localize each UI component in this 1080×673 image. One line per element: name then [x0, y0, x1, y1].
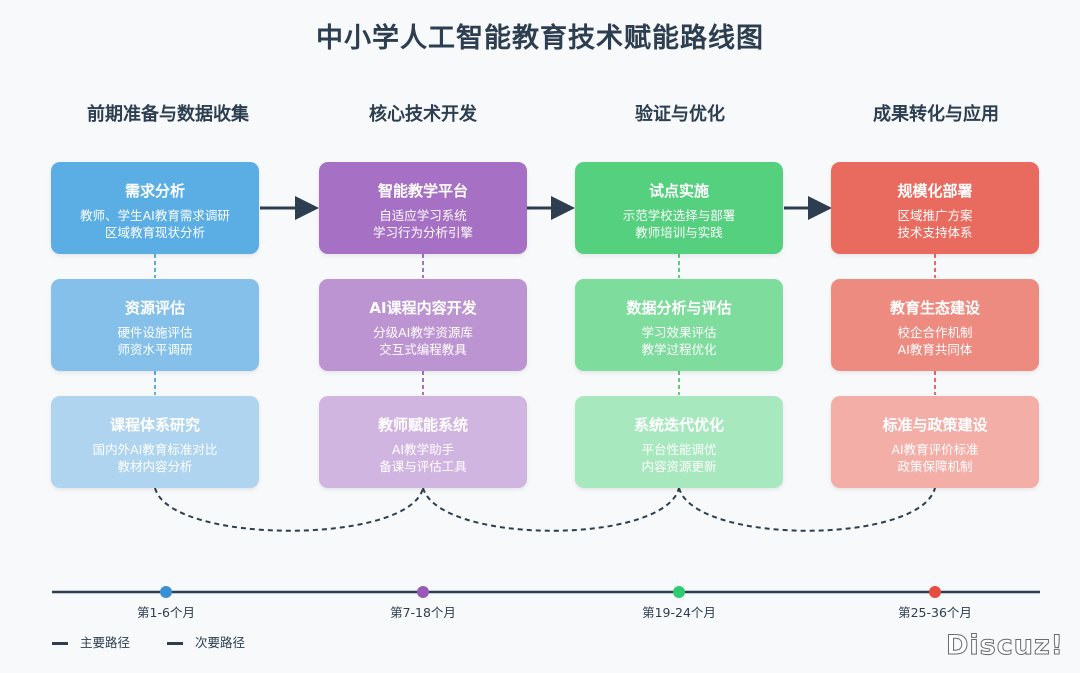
card-title: 教育生态建设 — [889, 299, 980, 317]
card-line: 备课与评估工具 — [379, 459, 467, 474]
card-requirement-analysis: 需求分析 教师、学生AI教育需求调研 区域教育现状分析 — [51, 162, 259, 254]
phase-header-3: 验证与优化 — [635, 104, 725, 125]
card-title: AI课程内容开发 — [369, 299, 477, 317]
secondary-curve-3 — [678, 487, 936, 532]
card-line: 学习效果评估 — [641, 325, 717, 340]
card-line: 平台性能调优 — [641, 442, 717, 457]
card-title: 教师赋能系统 — [377, 416, 468, 434]
card-system-iteration: 系统迭代优化 平台性能调优 内容资源更新 — [575, 396, 783, 488]
legend-secondary-swatch — [167, 642, 183, 645]
card-line: 内容资源更新 — [641, 459, 717, 474]
card-line: 教材内容分析 — [117, 459, 193, 474]
card-line: AI教育共同体 — [897, 342, 973, 357]
card-ai-course-content: AI课程内容开发 分级AI教学资源库 交互式编程教具 — [319, 279, 527, 371]
phase-header-4: 成果转化与应用 — [873, 104, 999, 125]
card-line: 教师、学生AI教育需求调研 — [80, 208, 230, 223]
card-line: 技术支持体系 — [897, 225, 973, 240]
card-line: 区域推广方案 — [897, 208, 973, 223]
card-line: AI教学助手 — [391, 442, 455, 457]
card-standards-policy: 标准与政策建设 AI教育评价标准 政策保障机制 — [831, 396, 1039, 488]
milestone-label-3: 第19-24个月 — [642, 605, 716, 620]
card-title: 课程体系研究 — [109, 416, 200, 434]
milestone-dot-2 — [417, 586, 429, 598]
legend-primary: 主要路径 — [52, 632, 130, 651]
card-teacher-empowerment: 教师赋能系统 AI教学助手 备课与评估工具 — [319, 396, 527, 488]
card-title: 数据分析与评估 — [626, 299, 732, 317]
milestone-dot-3 — [673, 586, 685, 598]
card-resource-assessment: 资源评估 硬件设施评估 师资水平调研 — [51, 279, 259, 371]
card-title: 试点实施 — [648, 182, 709, 200]
card-title: 智能教学平台 — [377, 182, 468, 200]
phase-header-2: 核心技术开发 — [369, 104, 477, 125]
milestone-dot-4 — [929, 586, 941, 598]
card-pilot-implementation: 试点实施 示范学校选择与部署 教师培训与实践 — [575, 162, 783, 254]
card-line: 国内外AI教育标准对比 — [92, 442, 218, 457]
card-line: 教师培训与实践 — [635, 225, 723, 240]
card-ecosystem-building: 教育生态建设 校企合作机制 AI教育共同体 — [831, 279, 1039, 371]
milestone-label-1: 第1-6个月 — [137, 605, 195, 620]
card-title: 规模化部署 — [897, 182, 973, 200]
secondary-curve-2 — [422, 487, 680, 532]
legend-secondary-label: 次要路径 — [195, 635, 246, 650]
card-line: 硬件设施评估 — [117, 325, 193, 340]
card-line: 教学过程优化 — [641, 342, 717, 357]
card-line: 学习行为分析引擎 — [372, 225, 473, 240]
card-line: 分级AI教学资源库 — [373, 325, 473, 340]
secondary-curve-1 — [154, 487, 424, 532]
legend-primary-label: 主要路径 — [80, 635, 131, 650]
card-data-analysis: 数据分析与评估 学习效果评估 教学过程优化 — [575, 279, 783, 371]
card-scale-deployment: 规模化部署 区域推广方案 技术支持体系 — [831, 162, 1039, 254]
legend-secondary: 次要路径 — [167, 632, 245, 651]
milestone-dot-1 — [160, 586, 172, 598]
card-title: 系统迭代优化 — [633, 416, 724, 434]
card-line: 自适应学习系统 — [379, 208, 467, 223]
card-line: 师资水平调研 — [117, 342, 193, 357]
card-line: 交互式编程教具 — [379, 342, 467, 357]
milestone-label-4: 第25-36个月 — [898, 605, 972, 620]
page-title: 中小学人工智能教育技术赋能路线图 — [316, 23, 764, 54]
watermark-logo: Discuz! — [946, 630, 1064, 662]
card-curriculum-research: 课程体系研究 国内外AI教育标准对比 教材内容分析 — [51, 396, 259, 488]
card-line: 校企合作机制 — [897, 325, 973, 340]
card-title: 资源评估 — [124, 299, 185, 317]
card-smart-platform: 智能教学平台 自适应学习系统 学习行为分析引擎 — [319, 162, 527, 254]
card-line: 区域教育现状分析 — [104, 225, 205, 240]
milestone-label-2: 第7-18个月 — [390, 605, 456, 620]
card-line: AI教育评价标准 — [891, 442, 979, 457]
legend-primary-swatch — [52, 642, 68, 645]
card-line: 示范学校选择与部署 — [622, 208, 736, 223]
card-title: 标准与政策建设 — [882, 416, 988, 434]
card-line: 政策保障机制 — [897, 459, 973, 474]
phase-header-1: 前期准备与数据收集 — [87, 104, 249, 125]
card-title: 需求分析 — [124, 182, 185, 200]
